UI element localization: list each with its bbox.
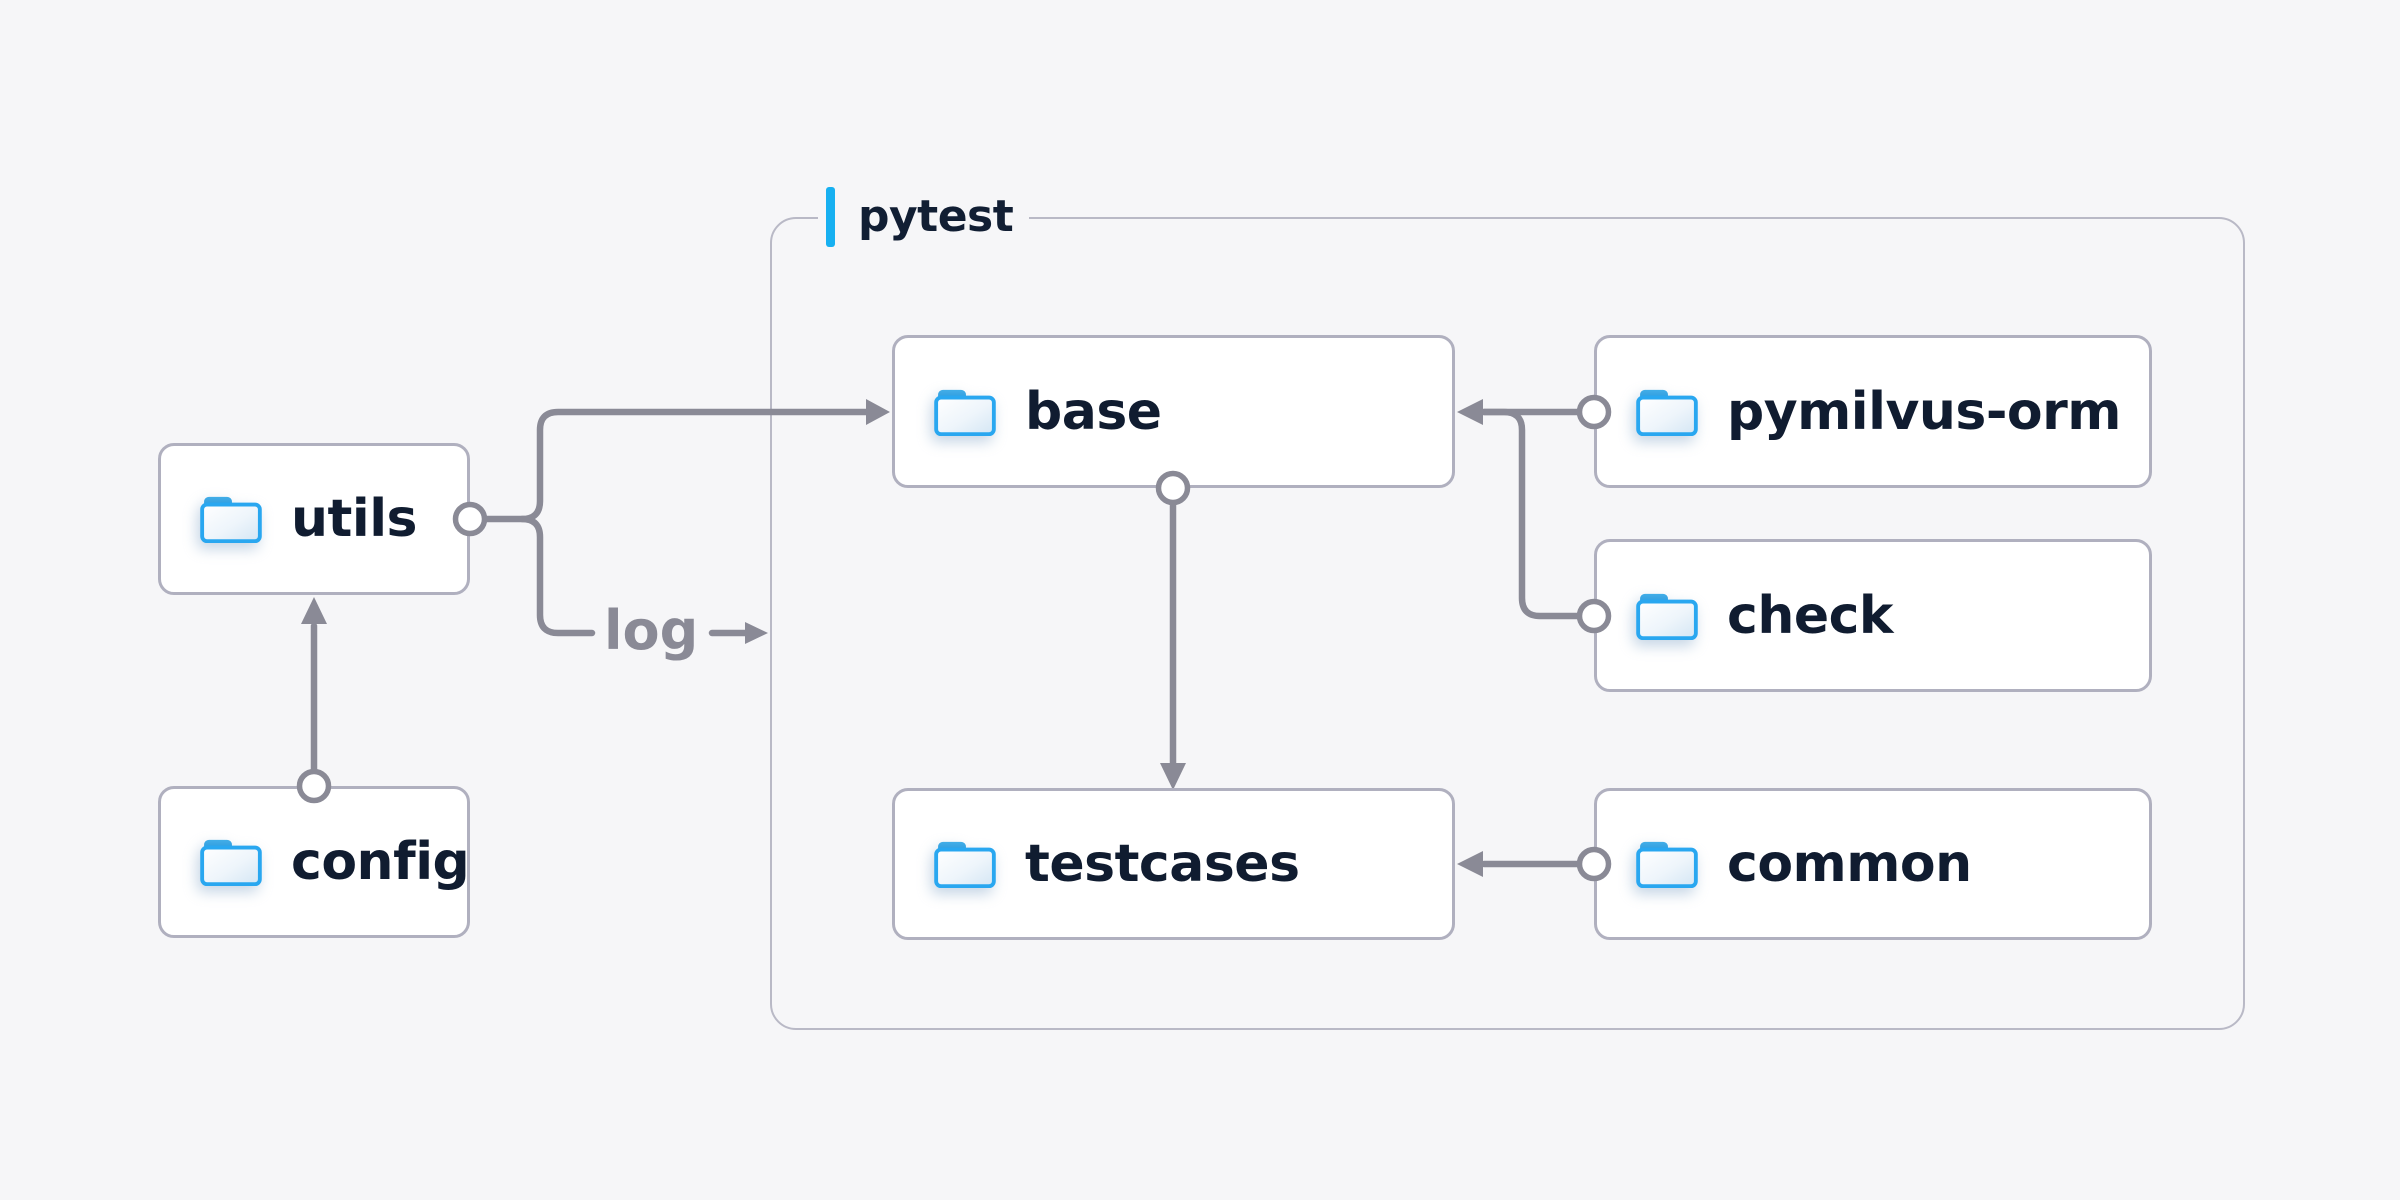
- edge-utils-log: [518, 515, 596, 637]
- node-label: utils: [291, 489, 417, 549]
- arrowhead-log-into-group: [745, 622, 768, 644]
- folder-icon: [934, 841, 996, 889]
- arrowhead-into-utils-bottom: [301, 597, 327, 624]
- node-label: base: [1025, 381, 1162, 442]
- folder-icon: [1636, 841, 1698, 889]
- edge-label-log: log: [604, 598, 699, 662]
- node-utils: utils: [158, 443, 470, 595]
- node-config: config: [158, 786, 470, 938]
- pytest-group-title: pytest: [858, 191, 1014, 242]
- pytest-group-box: [770, 217, 2245, 1030]
- node-label: config: [291, 832, 470, 892]
- node-common: common: [1594, 788, 2152, 940]
- node-label: check: [1727, 585, 1894, 646]
- node-testcases: testcases: [892, 788, 1455, 940]
- pytest-group-label: pytest: [818, 183, 1030, 251]
- node-base: base: [892, 335, 1455, 488]
- node-label: testcases: [1025, 834, 1300, 894]
- node-label: pymilvus-orm: [1727, 381, 2121, 442]
- folder-icon: [200, 496, 262, 544]
- node-pymilvus-orm: pymilvus-orm: [1594, 335, 2152, 488]
- folder-icon: [1636, 593, 1698, 640]
- node-label: common: [1727, 834, 1972, 894]
- folder-icon: [1636, 389, 1698, 436]
- accent-bar-icon: [826, 187, 835, 247]
- folder-icon: [934, 389, 996, 436]
- folder-icon: [200, 839, 262, 887]
- node-check: check: [1594, 539, 2152, 692]
